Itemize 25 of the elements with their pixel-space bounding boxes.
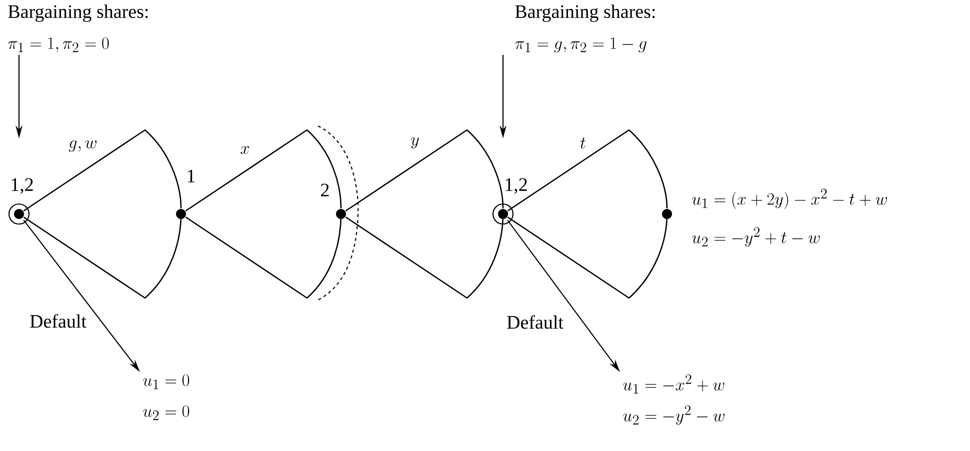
player-label: 1,2 (506, 178, 527, 194)
payoff-text: $u_2 = -y^2 + t - w$ (692, 227, 820, 247)
player-label: 1,2 (12, 178, 33, 194)
fan-edge (345, 129, 504, 212)
chance-node (492, 203, 514, 225)
note-text: Bargaining shares: $\pi_1 = 1, \pi_2 = 0$ (8, 4, 148, 52)
fan-edge (23, 129, 182, 212)
decision-node (662, 209, 672, 219)
edge-label: $x$ (240, 146, 250, 154)
payoff-text: $u_1 = (x + 2y) - x^2 - t + w$ (692, 188, 887, 209)
decision-node (336, 209, 346, 219)
note-text: Bargaining shares: $\pi_1 = g, \pi_2 = 1 - g$ (515, 4, 655, 52)
decision-node (176, 209, 186, 219)
edge-label: $t$ (580, 138, 586, 148)
payoff-text: $u_1 = 0$ $u_2 = 0$ (143, 374, 190, 420)
chance-node (8, 203, 30, 225)
edge-label: $g, w$ (68, 140, 96, 152)
edge-label: Default (30, 314, 86, 328)
fan-edge (185, 129, 342, 212)
payoff-text: $u_1 = -x^2 + w$ $u_2 = -y^2 - w$ (623, 374, 725, 425)
player-label: 1 (188, 170, 195, 182)
fan-edge (507, 129, 668, 212)
edge-label: $y$ (411, 137, 419, 149)
edge-label: Default (507, 315, 564, 329)
player-label: 2 (321, 184, 329, 196)
